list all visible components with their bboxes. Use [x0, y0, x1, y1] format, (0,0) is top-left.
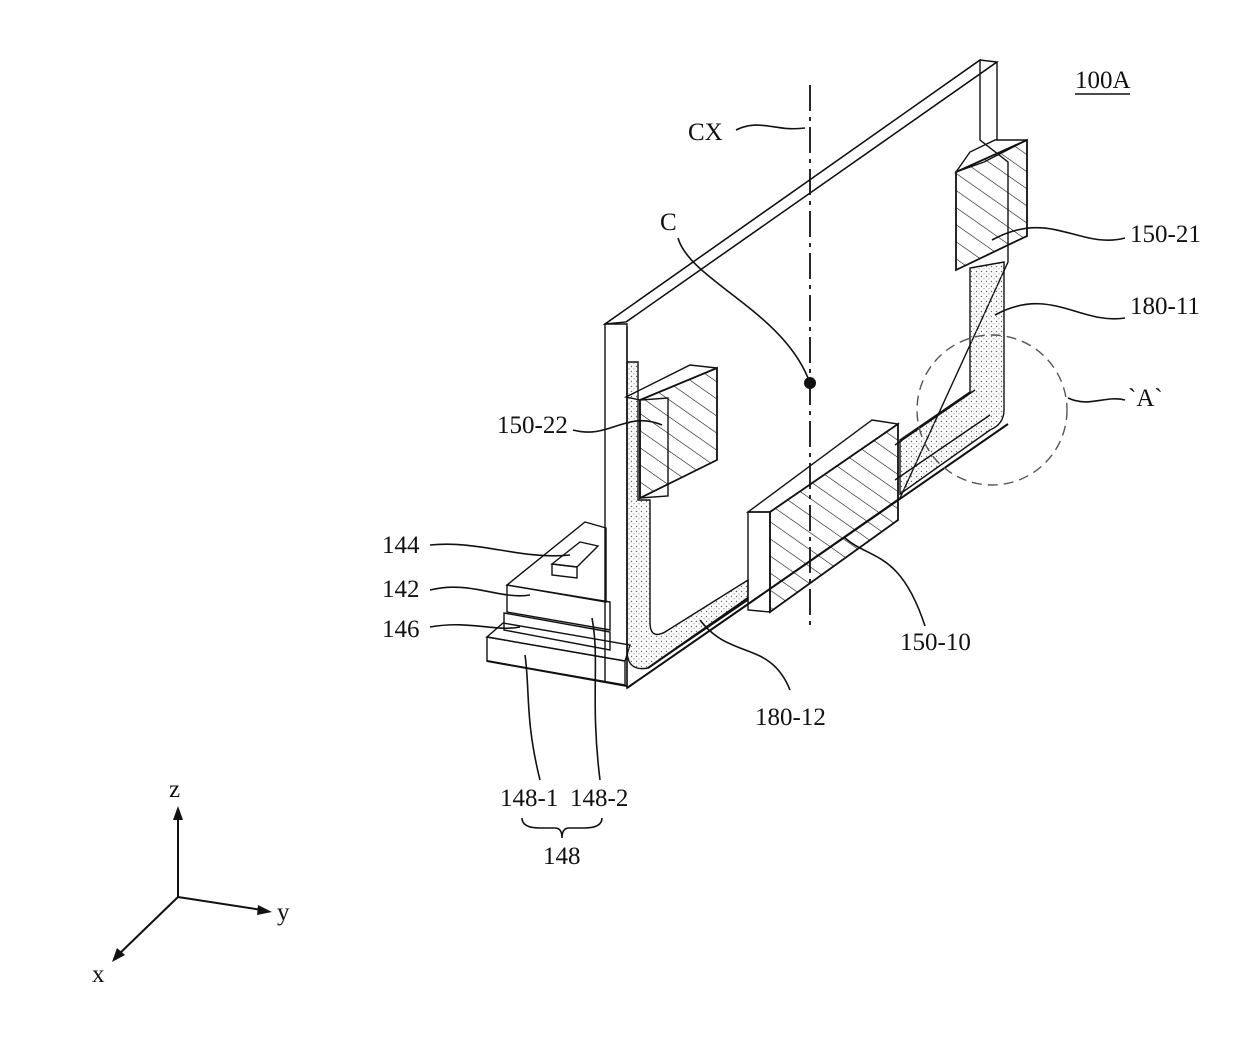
- leader-144: [430, 544, 570, 556]
- board-top-edge: [605, 60, 997, 324]
- axis-y-line: [178, 897, 262, 910]
- label-region-a: `A`: [1128, 385, 1163, 412]
- leader-148-1: [525, 655, 540, 780]
- label-148-2: 148-2: [570, 785, 628, 812]
- axis-z-arrow: [173, 806, 183, 820]
- axis-label-z: z: [169, 776, 180, 803]
- base-stack: [487, 522, 630, 686]
- axis-x-line: [118, 897, 178, 955]
- axis-y-arrow: [257, 905, 272, 915]
- magnet-150-22: [626, 365, 717, 498]
- leader-150-10: [845, 538, 925, 626]
- board-top-inner: [626, 62, 997, 322]
- label-150-21: 150-21: [1130, 221, 1201, 248]
- label-cx: CX: [688, 119, 723, 146]
- label-150-10: 150-10: [900, 629, 971, 656]
- magnet-150-10: [748, 420, 898, 612]
- label-180-12: 180-12: [755, 704, 826, 731]
- wire-180-11: [900, 262, 1004, 494]
- label-142: 142: [382, 576, 420, 603]
- label-148-1: 148-1: [500, 785, 558, 812]
- label-146: 146: [382, 616, 420, 643]
- leader-180-11: [995, 304, 1125, 319]
- center-point-c: [804, 377, 816, 389]
- figure-title: 100A: [1075, 67, 1131, 94]
- block-142-top: [507, 522, 606, 602]
- label-c: C: [660, 209, 677, 236]
- leader-146: [430, 625, 520, 629]
- leader-region-a: [1068, 398, 1125, 402]
- base-bottom-edge: [487, 661, 627, 686]
- coordinate-axes: [112, 806, 272, 962]
- label-180-11: 180-11: [1130, 293, 1200, 320]
- axis-label-y: y: [277, 899, 290, 926]
- magnet-150-22-face: [640, 368, 717, 498]
- magnet-150-21: [956, 140, 1027, 270]
- block-144-top: [552, 542, 598, 567]
- label-150-22: 150-22: [497, 412, 568, 439]
- leader-148-2: [592, 618, 600, 780]
- magnet-150-21-face: [956, 140, 1027, 270]
- magnet-150-10-face: [770, 424, 898, 612]
- axis-label-x: x: [92, 961, 105, 988]
- leader-cx: [736, 125, 805, 130]
- leader-142: [430, 587, 530, 596]
- label-148: 148: [543, 843, 581, 870]
- leader-180-12: [700, 620, 790, 690]
- brace-148: [522, 818, 602, 838]
- label-144: 144: [382, 532, 420, 559]
